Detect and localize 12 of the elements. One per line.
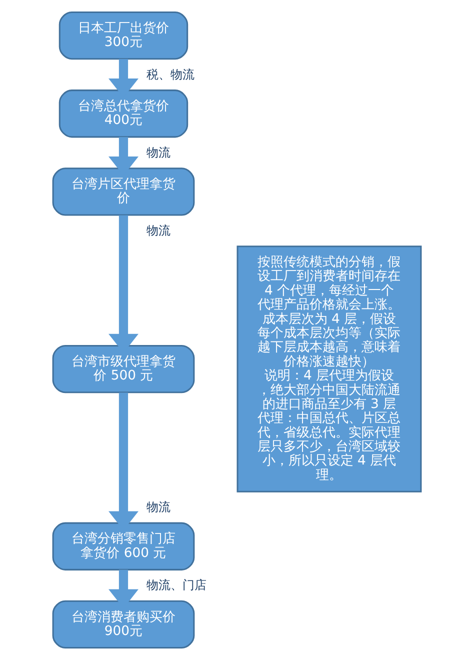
node-box: 按照传统模式的分销，假设工厂到消费者时间存在 4 个代理，每经过一个代理产品价格就会上涨。成本层次为 4 层，假设每个成本层次均等（实际越下层成本越高，意味着价格涨速越快） 说明：4 层代理为假设，绝大部分中国大陆流通的进口商品至少有 3 层代理：中国总代、片区总代，省级总代。实际代理层只多不少，台湾区域较小，所以只设定 4 层代理。 bbox=[236, 246, 422, 492]
edge-label: 物流 bbox=[146, 500, 170, 514]
edge-label: 物流、门店 bbox=[146, 578, 206, 592]
node-box: 台湾消费者购买价900元 bbox=[52, 600, 194, 648]
node-box: 台湾总代拿货价400元 bbox=[58, 90, 188, 138]
edge-label: 物流 bbox=[146, 145, 170, 160]
edge-label: 税、物流 bbox=[146, 67, 194, 82]
node-box: 台湾市级代理拿货价 500 元 bbox=[52, 344, 194, 394]
edge-label: 物流 bbox=[146, 223, 170, 238]
node-box: 台湾分销零售门店拿货价 600 元 bbox=[52, 522, 194, 570]
node-box: 日本工厂出货价300元 bbox=[58, 12, 188, 60]
node-box: 台湾片区代理拿货价 bbox=[52, 168, 194, 216]
